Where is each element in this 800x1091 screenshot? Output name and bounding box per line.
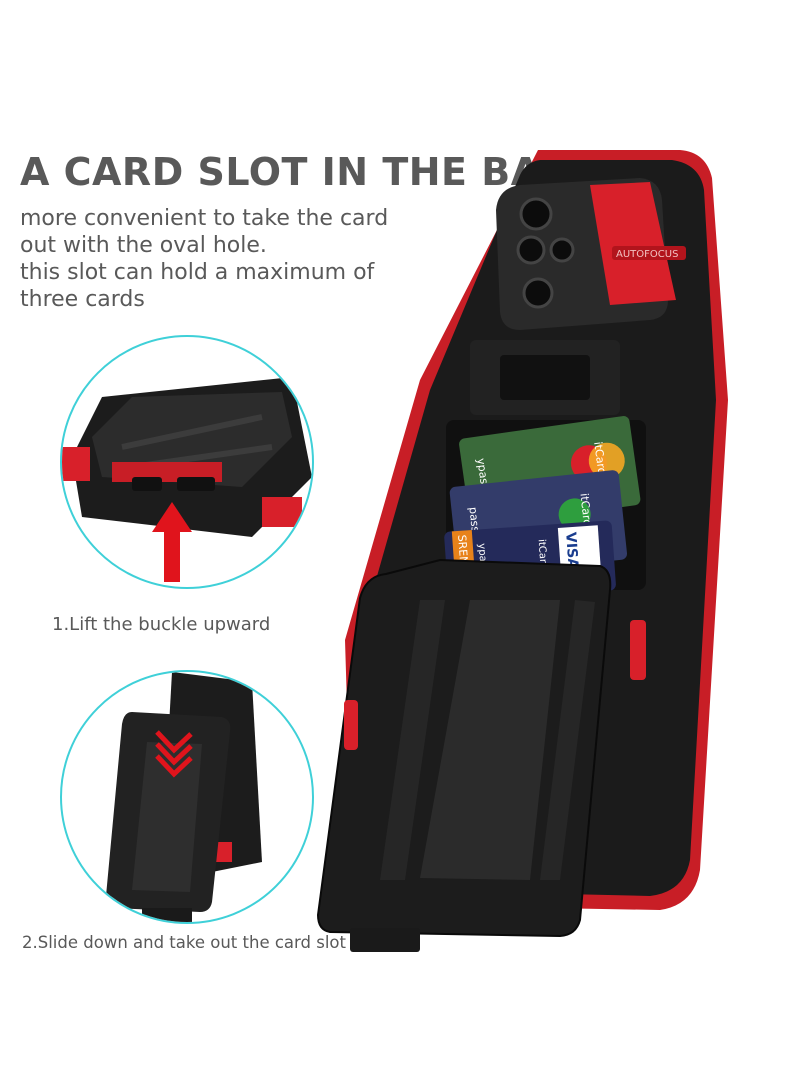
card-slot-texture — [420, 600, 560, 880]
lift-buckle-illustration — [62, 377, 312, 582]
description-line-1: more convenient to take the card — [20, 206, 389, 231]
chevron-down-icon — [155, 730, 193, 778]
card-2-brand: itCard — [578, 493, 594, 527]
camera-lens-1 — [519, 197, 553, 231]
side-bumper-1 — [630, 620, 646, 680]
up-arrow-icon — [152, 502, 192, 582]
camera-red-accent — [590, 182, 676, 305]
slide-down-illustration — [105, 672, 262, 922]
step-1-caption: 1.Lift the buckle upward — [52, 614, 271, 635]
autofocus-label: AUTOFOCUS — [616, 249, 678, 260]
camera-lens-2 — [516, 235, 546, 265]
description-line-4: three cards — [20, 287, 145, 312]
description-line-3: this slot can hold a maximum of — [20, 260, 375, 285]
card-2-text: pass — [466, 506, 482, 533]
autofocus-plate — [612, 246, 686, 260]
step-2-caption: 2.Slide down and take out the card slot — [22, 933, 346, 952]
card-3-text: SREN — [455, 534, 470, 565]
camera-lens-4 — [522, 277, 554, 309]
description: more convenient to take the card out wit… — [20, 205, 440, 313]
card-slot-groove-right — [540, 600, 595, 880]
camera-lens-3 — [549, 237, 575, 263]
card-3-brand: itCard — [536, 539, 549, 570]
description-line-2: out with the oval hole. — [20, 233, 267, 258]
side-bumper-2 — [344, 700, 358, 750]
card-slot-tab — [350, 928, 420, 952]
detail-circle-lift — [60, 335, 314, 589]
card-slot-groove-left — [380, 600, 445, 880]
detail-circle-slide — [60, 670, 314, 924]
page-title: A CARD SLOT IN THE BACK — [20, 150, 599, 194]
card-3-visa: VISA — [562, 532, 581, 570]
card-1-text: ypass — [474, 457, 491, 490]
card-1-brand: itCard — [591, 441, 608, 476]
kickstand-inner — [500, 355, 590, 400]
